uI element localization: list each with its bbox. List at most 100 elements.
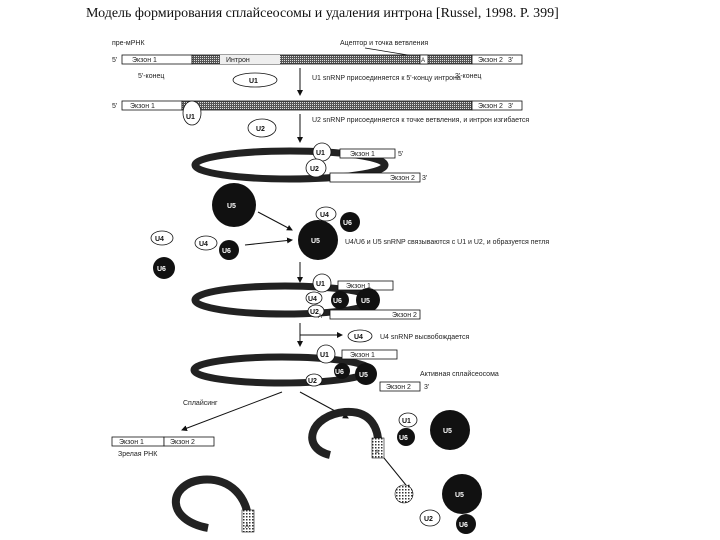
- a-mark-3: A: [318, 176, 322, 182]
- exon1-label-3: Экзон 1: [350, 151, 375, 158]
- a-mark-lariat-2: A: [245, 524, 249, 530]
- five-prime-label-1: 5': [112, 57, 117, 64]
- step4-line-1: U4 snRNP высвобождается: [380, 333, 469, 341]
- u6-particle-5: [331, 291, 349, 309]
- u5-label-lariat: U5: [443, 428, 452, 435]
- u4-particle-c: [194, 235, 218, 251]
- u5-label-complex: U5: [311, 238, 320, 245]
- a-mark-5: A: [318, 314, 322, 320]
- u5-particle-5: [356, 288, 380, 312]
- u6-particle-released: [456, 514, 476, 534]
- branch-point-label: Ацептор и точка ветвления: [340, 40, 428, 47]
- step1-line-1: U1 snRNP присоединяется к 5'-концу интро…: [312, 75, 461, 82]
- u2-label-3: U2: [310, 166, 319, 173]
- active-spliceosome-label: Активная сплайсеосома: [420, 370, 499, 378]
- u4-label-b: U4: [155, 236, 164, 243]
- u1-label-lariat: U1: [402, 418, 411, 425]
- three-prime-label-6: 3': [424, 384, 429, 391]
- u2-particle-free: [247, 118, 277, 138]
- u2-label-released: U2: [424, 516, 433, 523]
- a-mark-lariat-1: A: [375, 450, 379, 456]
- u4-label-5: U4: [308, 296, 317, 303]
- u5-particle-6: [355, 363, 377, 385]
- u1-label-6: U1: [320, 352, 329, 359]
- mature-rna-label: Зрелая РНК: [118, 451, 158, 458]
- u5-particle-free: [212, 183, 256, 227]
- three-prime-label-2: 3': [508, 103, 513, 110]
- u6-particle-6: [334, 363, 350, 379]
- u4-label-c: U4: [199, 241, 208, 248]
- u5-particle-lariat: [430, 410, 470, 450]
- u1-particle-released: [394, 484, 414, 504]
- step2-line-1: U2 snRNP присоединяется к точке ветвлени…: [312, 116, 529, 124]
- u6-label-5: U6: [333, 298, 342, 305]
- exon2-bar-2: [471, 100, 523, 111]
- u4-particle-a: [315, 206, 337, 222]
- u5-label-released: U5: [455, 492, 464, 499]
- splicing-label: Сплайсинг: [183, 399, 218, 407]
- u2-particle-3: [305, 158, 327, 178]
- arrow-u4u6-join: [244, 237, 293, 246]
- arrow-splicing-left: [181, 391, 283, 432]
- u6-label-released: U6: [459, 522, 468, 529]
- branch-a-1: [419, 54, 429, 65]
- three-prime-label-1: 3': [508, 57, 513, 64]
- u1-label-3: U1: [316, 150, 325, 157]
- lariat-free: [171, 475, 252, 532]
- step3-line-1: U4/U6 и U5 snRNP связываются с U1 и U2, …: [345, 238, 549, 246]
- u6-label-c: U6: [222, 248, 231, 255]
- exon2-label-mature: Экзон 2: [170, 439, 195, 446]
- u6-particle-lariat: [397, 428, 415, 446]
- three-end-label: 3'-конец: [455, 73, 481, 80]
- u1-particle-6: [316, 344, 336, 364]
- u1-label-free: U1: [249, 78, 258, 85]
- exon1-label-mature: Экзон 1: [119, 439, 144, 446]
- u2-particle-5: [307, 304, 325, 318]
- intron-loop-3: [191, 147, 389, 183]
- lariat-stem-1: [371, 437, 385, 459]
- exon1-bar-6: [341, 349, 398, 360]
- u6-label-6: U6: [335, 369, 344, 376]
- u6-label-lariat: U6: [399, 435, 408, 442]
- exon2-bar-1: [471, 54, 523, 65]
- exon2-label-3: Экзон 2: [390, 175, 415, 182]
- exon2-label-2: Экзон 2: [478, 103, 503, 110]
- u6-label-b: U6: [157, 266, 166, 273]
- exon1-label-1: Экзон 1: [132, 57, 157, 64]
- u1-particle-5: [312, 273, 332, 293]
- u4-particle-b: [150, 230, 174, 246]
- intron-bar-2: [181, 100, 473, 111]
- five-end-label: 5'-конец: [138, 73, 164, 80]
- exon1-label-2: Экзон 1: [130, 103, 155, 110]
- u1-label-bound-2: U1: [186, 114, 195, 121]
- u1-particle-free: [232, 72, 278, 88]
- a-mark-1: A: [421, 58, 425, 64]
- u6-particle-c: [219, 240, 239, 260]
- u4-label-released: U4: [354, 334, 363, 341]
- five-prime-label-3: 5': [398, 151, 403, 158]
- u5-particle-released: [442, 474, 482, 514]
- u4-particle-released: [347, 329, 373, 343]
- exon2-label-1: Экзон 2: [478, 57, 503, 64]
- exon1-bar-3: [339, 148, 396, 159]
- u2-label-6: U2: [308, 378, 317, 385]
- u2-particle-released: [419, 509, 441, 527]
- u6-particle-b: [153, 257, 175, 279]
- exon1-label-5: Экзон 1: [346, 283, 371, 290]
- pre-mrna-label: пре-мРНК: [112, 40, 145, 47]
- intron-label-bg-1: [220, 55, 280, 64]
- u2-label-5: U2: [310, 309, 319, 316]
- lariat-stem-2: [241, 509, 255, 533]
- u5-label-6: U5: [359, 372, 368, 379]
- u6-particle-a: [340, 212, 360, 232]
- u1-particle-bound-2: [182, 100, 202, 126]
- u1-particle-lariat: [398, 412, 418, 428]
- three-prime-label-3: 3': [422, 175, 427, 182]
- u6-label-a: U6: [343, 220, 352, 227]
- exon2-bar-6: [379, 381, 421, 392]
- exon1-label-6: Экзон 1: [350, 352, 375, 359]
- u5-label-5: U5: [361, 298, 370, 305]
- lariat-with-complex: [308, 407, 383, 459]
- exon2-bar-mature: [163, 436, 215, 447]
